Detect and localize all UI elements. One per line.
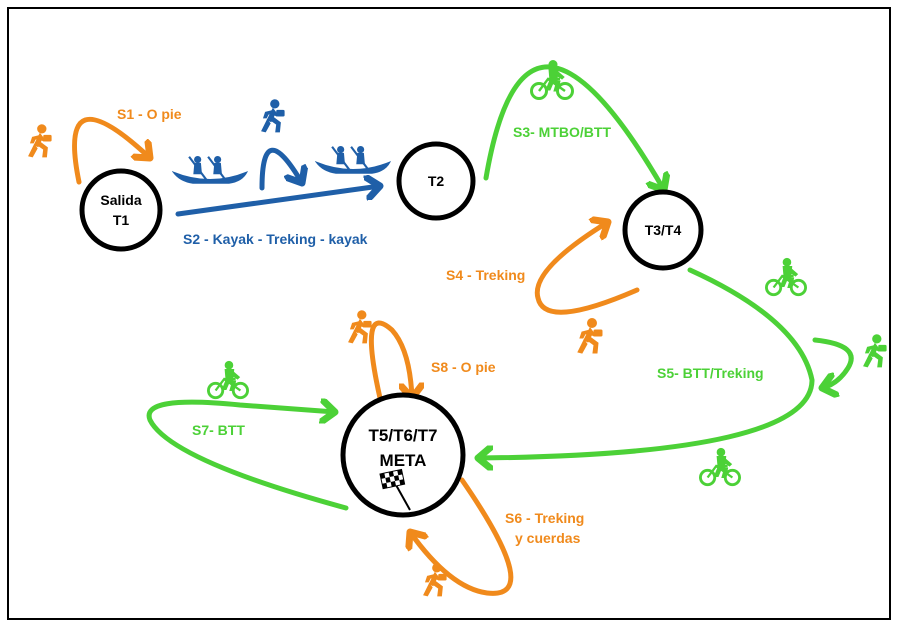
route-s8-arrow	[368, 320, 412, 398]
runner-icon	[348, 310, 372, 344]
checkered-flag-icon	[379, 468, 411, 511]
label-s1: S1 - O pie	[117, 106, 182, 122]
node-t2-line1: T2	[428, 173, 445, 189]
route-s2-arrow	[175, 186, 380, 217]
route-s5-hook-arrow	[812, 337, 854, 388]
node-t34-line1: T3/T4	[645, 222, 682, 238]
kayak-icon	[172, 155, 248, 185]
node-t2: T2	[396, 141, 476, 221]
runner-icon	[863, 334, 887, 368]
route-s2-hop-arrow	[259, 147, 302, 191]
label-s4: S4 - Treking	[446, 267, 525, 283]
runner-icon	[577, 318, 603, 354]
node-t567: T5/T6/T7 META	[340, 392, 466, 518]
label-s3: S3- MTBO/BTT	[513, 124, 611, 140]
diagram-frame	[7, 7, 891, 620]
node-t567-line1: T5/T6/T7	[369, 426, 438, 445]
label-s7: S7- BTT	[192, 422, 245, 438]
runner-icon	[28, 124, 52, 158]
node-t1: Salida T1	[79, 168, 163, 252]
label-s8: S8 - O pie	[431, 359, 496, 375]
node-t567-line2: META	[380, 451, 427, 470]
label-s5: S5- BTT/Treking	[657, 365, 764, 381]
kayak-icon	[315, 145, 391, 175]
route-s1-arrow	[72, 116, 150, 185]
label-s6-line2: y cuerdas	[515, 530, 581, 546]
route-s7-arrow	[146, 402, 349, 511]
label-s2: S2 - Kayak - Treking - kayak	[183, 231, 368, 247]
route-s4-arrow	[534, 222, 640, 315]
node-t1-line1: Salida	[100, 192, 141, 208]
label-s6-line1: S6 - Treking	[505, 510, 584, 526]
cyclist-icon	[699, 447, 741, 487]
cyclist-icon	[207, 360, 249, 400]
node-t1-line2: T1	[113, 212, 130, 228]
runner-icon	[261, 99, 285, 133]
route-s5-arrow	[478, 267, 815, 458]
node-t34: T3/T4	[622, 189, 704, 271]
cyclist-icon	[765, 257, 807, 297]
